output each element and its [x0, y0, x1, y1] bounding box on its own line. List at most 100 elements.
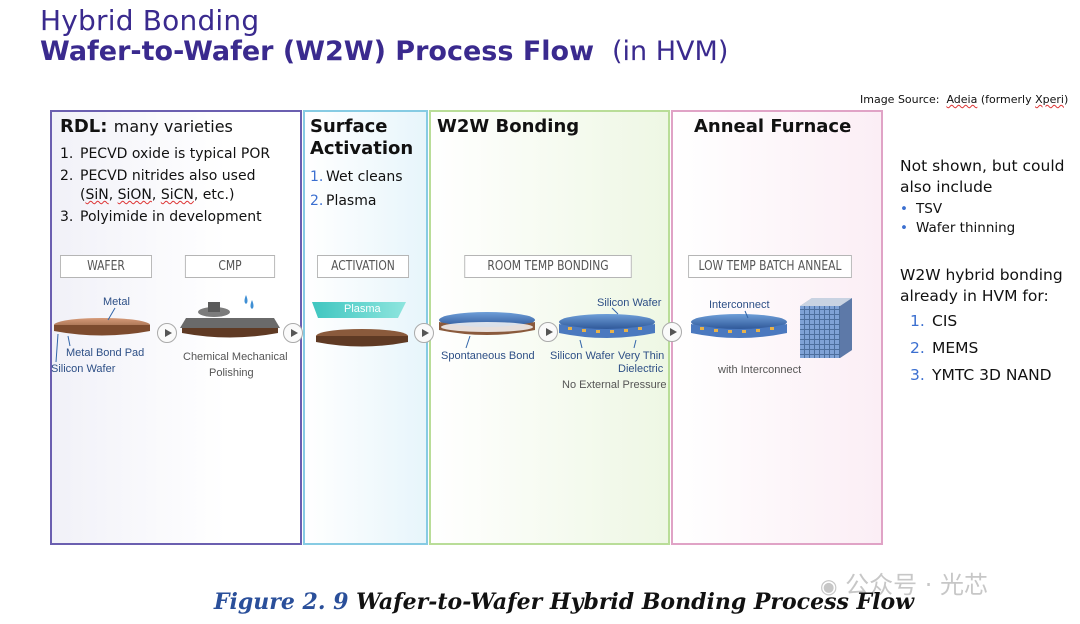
- source-xperi: Xperi: [1035, 93, 1064, 106]
- list-number: 3.: [60, 209, 74, 225]
- activation-illustration: [312, 302, 408, 347]
- figure-caption: Figure 2. 9 Wafer-to-Wafer Hybrid Bondin…: [0, 589, 1080, 615]
- list-item: 2. PECVD nitrides also used (SiN, SiON, S…: [60, 167, 300, 205]
- label-silicon-wafer-2: Silicon Wafer: [550, 350, 615, 362]
- list-item: 3. Polyimide in development: [60, 208, 300, 227]
- list-item: 2. MEMS: [900, 335, 1063, 362]
- list-item: 2.Plasma: [310, 192, 403, 211]
- list-number: 3.: [910, 366, 925, 384]
- anneal-wafer-illustration: [691, 310, 787, 338]
- hvm-line1: W2W hybrid bonding: [900, 266, 1063, 284]
- source-rest: (formerly: [977, 93, 1036, 106]
- caption-text: Wafer-to-Wafer Hybrid Bonding Process Fl…: [356, 589, 915, 615]
- sicn-term: SiCN: [160, 187, 194, 203]
- list-item: • TSV: [900, 200, 1064, 219]
- source-prefix: Image Source:: [860, 93, 940, 106]
- comma: ,: [108, 187, 118, 203]
- list-text: YMTC 3D NAND: [932, 366, 1052, 384]
- bonding-illustration-2: [559, 307, 655, 349]
- list-text: Wafer thinning: [916, 220, 1016, 236]
- rdl-heading-rest: many varieties: [113, 117, 233, 136]
- wafer-illustration: [54, 307, 150, 363]
- page-title: Hybrid Bonding: [40, 4, 260, 37]
- paren-close: , etc.): [193, 187, 235, 203]
- list-text: Wet cleans: [326, 169, 403, 185]
- paren-open: (: [80, 187, 86, 203]
- activation-list: 1.Wet cleans 2.Plasma: [310, 168, 403, 214]
- page-subtitle: Wafer-to-Wafer (W2W) Process Flow (in HVM…: [40, 36, 728, 67]
- list-number: 1.: [910, 312, 925, 330]
- figure-number: Figure 2. 9: [213, 589, 349, 615]
- sion-term: SiON: [117, 187, 152, 203]
- list-number: 1.: [310, 169, 324, 185]
- flow-arrow-icon: [662, 322, 682, 342]
- list-text: MEMS: [932, 339, 979, 357]
- step-low-temp-anneal: LOW TEMP BATCH ANNEAL: [688, 255, 852, 278]
- bonding-heading: W2W Bonding: [437, 116, 580, 137]
- list-text: Plasma: [326, 193, 377, 209]
- furnace-illustration: [800, 298, 852, 358]
- rdl-list: 1. PECVD oxide is typical POR 2. PECVD ni…: [60, 145, 300, 230]
- label-cmp-line2: Polishing: [209, 367, 254, 379]
- watermark-text: 公众号 · 光芯: [845, 571, 988, 599]
- label-with-interconnect: with Interconnect: [718, 364, 802, 376]
- label-cmp-line1: Chemical Mechanical: [183, 351, 288, 363]
- label-metal-bond-pad: Metal Bond Pad: [66, 347, 145, 359]
- sidebar-not-shown: Not shown, but could also include • TSV •…: [900, 156, 1064, 238]
- bullet-icon: •: [900, 201, 908, 217]
- list-item: 1. PECVD oxide is typical POR: [60, 145, 300, 164]
- label-silicon-wafer: Silicon Wafer: [51, 363, 116, 375]
- flow-arrow-icon: [538, 322, 558, 342]
- label-dielectric-line1: Very Thin: [618, 350, 665, 362]
- flow-arrow-icon: [157, 323, 177, 343]
- sidebar-hvm: W2W hybrid bonding already in HVM for: 1…: [900, 265, 1063, 389]
- activation-heading-line1: Surface: [310, 116, 388, 137]
- bullet-icon: •: [900, 220, 908, 236]
- label-silicon-wafer-top: Silicon Wafer: [597, 297, 662, 309]
- label-dielectric-line2: Dielectric: [618, 363, 664, 375]
- flow-arrow-icon: [283, 323, 303, 343]
- step-wafer: WAFER: [60, 255, 152, 278]
- anneal-heading: Anneal Furnace: [694, 116, 852, 137]
- label-plasma: Plasma: [344, 303, 381, 315]
- source-close: ): [1064, 93, 1069, 106]
- label-interconnect: Interconnect: [709, 299, 770, 311]
- list-number: 2.: [60, 168, 74, 184]
- list-number: 1.: [60, 146, 74, 162]
- list-text: TSV: [916, 201, 943, 217]
- source-name: Adeia: [946, 93, 978, 106]
- list-number: 2.: [310, 193, 324, 209]
- list-text: Polyimide in development: [80, 209, 262, 225]
- step-cmp: CMP: [184, 255, 276, 278]
- list-text: PECVD nitrides also used (SiN, SiON, SiCN…: [80, 167, 255, 205]
- subtitle-main: Wafer-to-Wafer (W2W) Process Flow: [40, 36, 595, 67]
- list-text: CIS: [932, 312, 958, 330]
- image-source: Image Source: Adeia (formerly Xperi): [860, 93, 1068, 106]
- step-activation: ACTIVATION: [317, 255, 409, 278]
- not-shown-line2: also include: [900, 178, 993, 196]
- subtitle-suffix: (in HVM): [612, 36, 729, 67]
- watermark: ◉ 公众号 · 光芯: [820, 565, 988, 600]
- rdl-heading-bold: RDL:: [60, 116, 108, 137]
- label-spontaneous-bond: Spontaneous Bond: [441, 350, 535, 362]
- activation-heading-line2: Activation: [310, 138, 414, 159]
- list-item: 1.Wet cleans: [310, 168, 403, 187]
- comma: ,: [151, 187, 161, 203]
- list-text: PECVD oxide is typical POR: [80, 146, 271, 162]
- rdl-heading: RDL: many varieties: [60, 116, 233, 138]
- not-shown-line1: Not shown, but could: [900, 157, 1065, 175]
- list-line: PECVD nitrides also used: [80, 168, 256, 184]
- sin-term: SiN: [85, 187, 109, 203]
- label-no-pressure: No External Pressure: [562, 379, 667, 391]
- wechat-icon: ◉: [820, 574, 838, 598]
- label-metal: Metal: [103, 296, 130, 308]
- cmp-illustration: [180, 295, 280, 338]
- list-item: • Wafer thinning: [900, 219, 1064, 238]
- activation-panel: [303, 110, 428, 545]
- hvm-line2: already in HVM for:: [900, 287, 1049, 305]
- step-room-temp-bonding: ROOM TEMP BONDING: [464, 255, 632, 278]
- list-number: 2.: [910, 339, 925, 357]
- list-item: 1. CIS: [900, 308, 1063, 335]
